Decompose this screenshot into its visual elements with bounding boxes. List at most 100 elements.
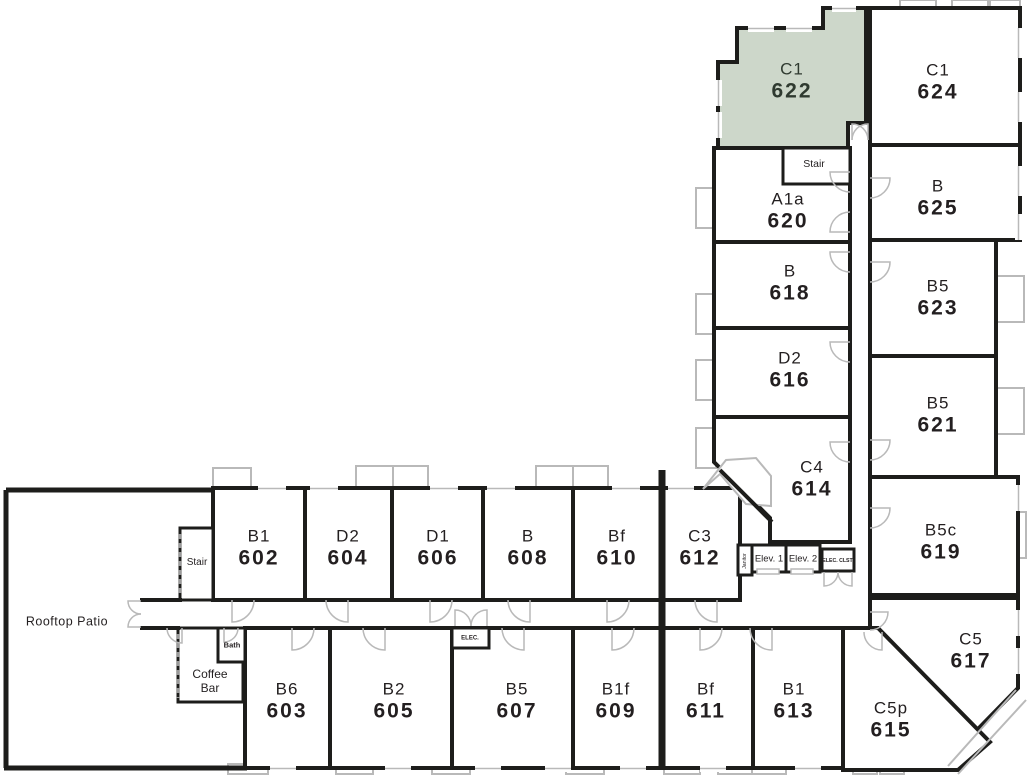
door-swing (829, 441, 851, 463)
unit-type: B6 (275, 679, 299, 699)
unit-number: 612 (679, 546, 721, 570)
unit-number: 603 (266, 699, 308, 723)
door-swing (611, 627, 635, 651)
unit-type: C5 (959, 629, 983, 649)
unit-type: C1 (780, 59, 804, 79)
elevator-door (790, 568, 814, 575)
label-coffee-bar: Coffee Bar (192, 666, 228, 695)
label-electrical-corridor: ELEC. (461, 635, 479, 642)
door-swing (863, 631, 883, 651)
door-swing (606, 599, 630, 623)
unit-number: 616 (769, 368, 811, 392)
label-elevator-1: Elev. 1 (754, 553, 784, 565)
unit-number: 614 (791, 477, 833, 501)
unit-type: D1 (426, 526, 450, 546)
unit-number: 619 (920, 540, 962, 564)
door-swing (869, 611, 889, 631)
unit-number: 604 (327, 546, 369, 570)
door-swing (429, 599, 453, 623)
door-swing (829, 251, 851, 273)
unit-613[interactable] (751, 626, 845, 770)
door-swing (869, 261, 891, 283)
door-swing (823, 571, 839, 587)
unit-number: 602 (238, 546, 280, 570)
unit-type: B1 (247, 526, 271, 546)
door-swing (869, 177, 891, 199)
unit-608[interactable] (481, 486, 575, 602)
unit-number: 618 (769, 281, 811, 305)
unit-number: 620 (767, 209, 809, 233)
deco-line (947, 689, 1017, 767)
unit-623[interactable] (868, 238, 998, 358)
unit-614[interactable] (712, 415, 852, 544)
window-bay (995, 387, 1025, 435)
unit-type: A1a (771, 189, 805, 209)
room-janitor (736, 543, 754, 577)
door-swing (166, 627, 183, 644)
unit-621[interactable] (868, 354, 998, 479)
door-swing (829, 211, 851, 233)
unit-type: D2 (778, 348, 802, 368)
door-swing (501, 627, 525, 651)
unit-type: B (931, 176, 945, 196)
unit-number: 621 (917, 413, 959, 437)
unit-number: 606 (417, 546, 459, 570)
unit-number: 609 (595, 699, 637, 723)
label-rooftop-patio: Rooftop Patio (25, 614, 109, 629)
unit-type: C1 (926, 60, 950, 80)
door-swing (837, 571, 853, 587)
door-swing (694, 599, 718, 623)
unit-number: 605 (373, 699, 415, 723)
unit-611[interactable] (660, 626, 755, 770)
unit-type: C5p (873, 698, 909, 718)
unit-622[interactable] (716, 6, 868, 150)
unit-type: C4 (800, 457, 824, 477)
door-swing (470, 609, 488, 627)
label-janitor: Janitor (741, 553, 748, 569)
door-swing (869, 439, 891, 461)
unit-624[interactable] (868, 6, 1022, 147)
unit-618[interactable] (712, 240, 852, 330)
room-electrical-closet (820, 547, 856, 573)
door-swing (325, 599, 349, 623)
unit-type: C3 (688, 526, 712, 546)
unit-type: B (783, 261, 797, 281)
window-bay (995, 275, 1025, 323)
unit-type: Bf (696, 679, 716, 699)
door-swing (291, 627, 315, 651)
unit-619[interactable] (868, 475, 1020, 597)
label-electrical-closet: ELEC. CLST. (822, 557, 854, 564)
unit-number: 615 (870, 718, 912, 742)
door-swing (749, 627, 773, 651)
label-bath: Bath (223, 640, 241, 650)
deco-line (718, 468, 774, 524)
unit-type: Bf (607, 526, 627, 546)
room-electrical-corridor (450, 626, 491, 650)
unit-number: 613 (773, 699, 815, 723)
unit-number: 617 (950, 649, 992, 673)
unit-type: B2 (382, 679, 406, 699)
door-swing (507, 599, 531, 623)
door-swing (829, 171, 851, 193)
unit-type: B (521, 526, 535, 546)
door-swing (127, 600, 142, 615)
door-swing (851, 123, 869, 141)
unit-612[interactable] (660, 486, 742, 602)
unit-607[interactable] (450, 626, 575, 770)
room-stair-lower (178, 526, 215, 602)
